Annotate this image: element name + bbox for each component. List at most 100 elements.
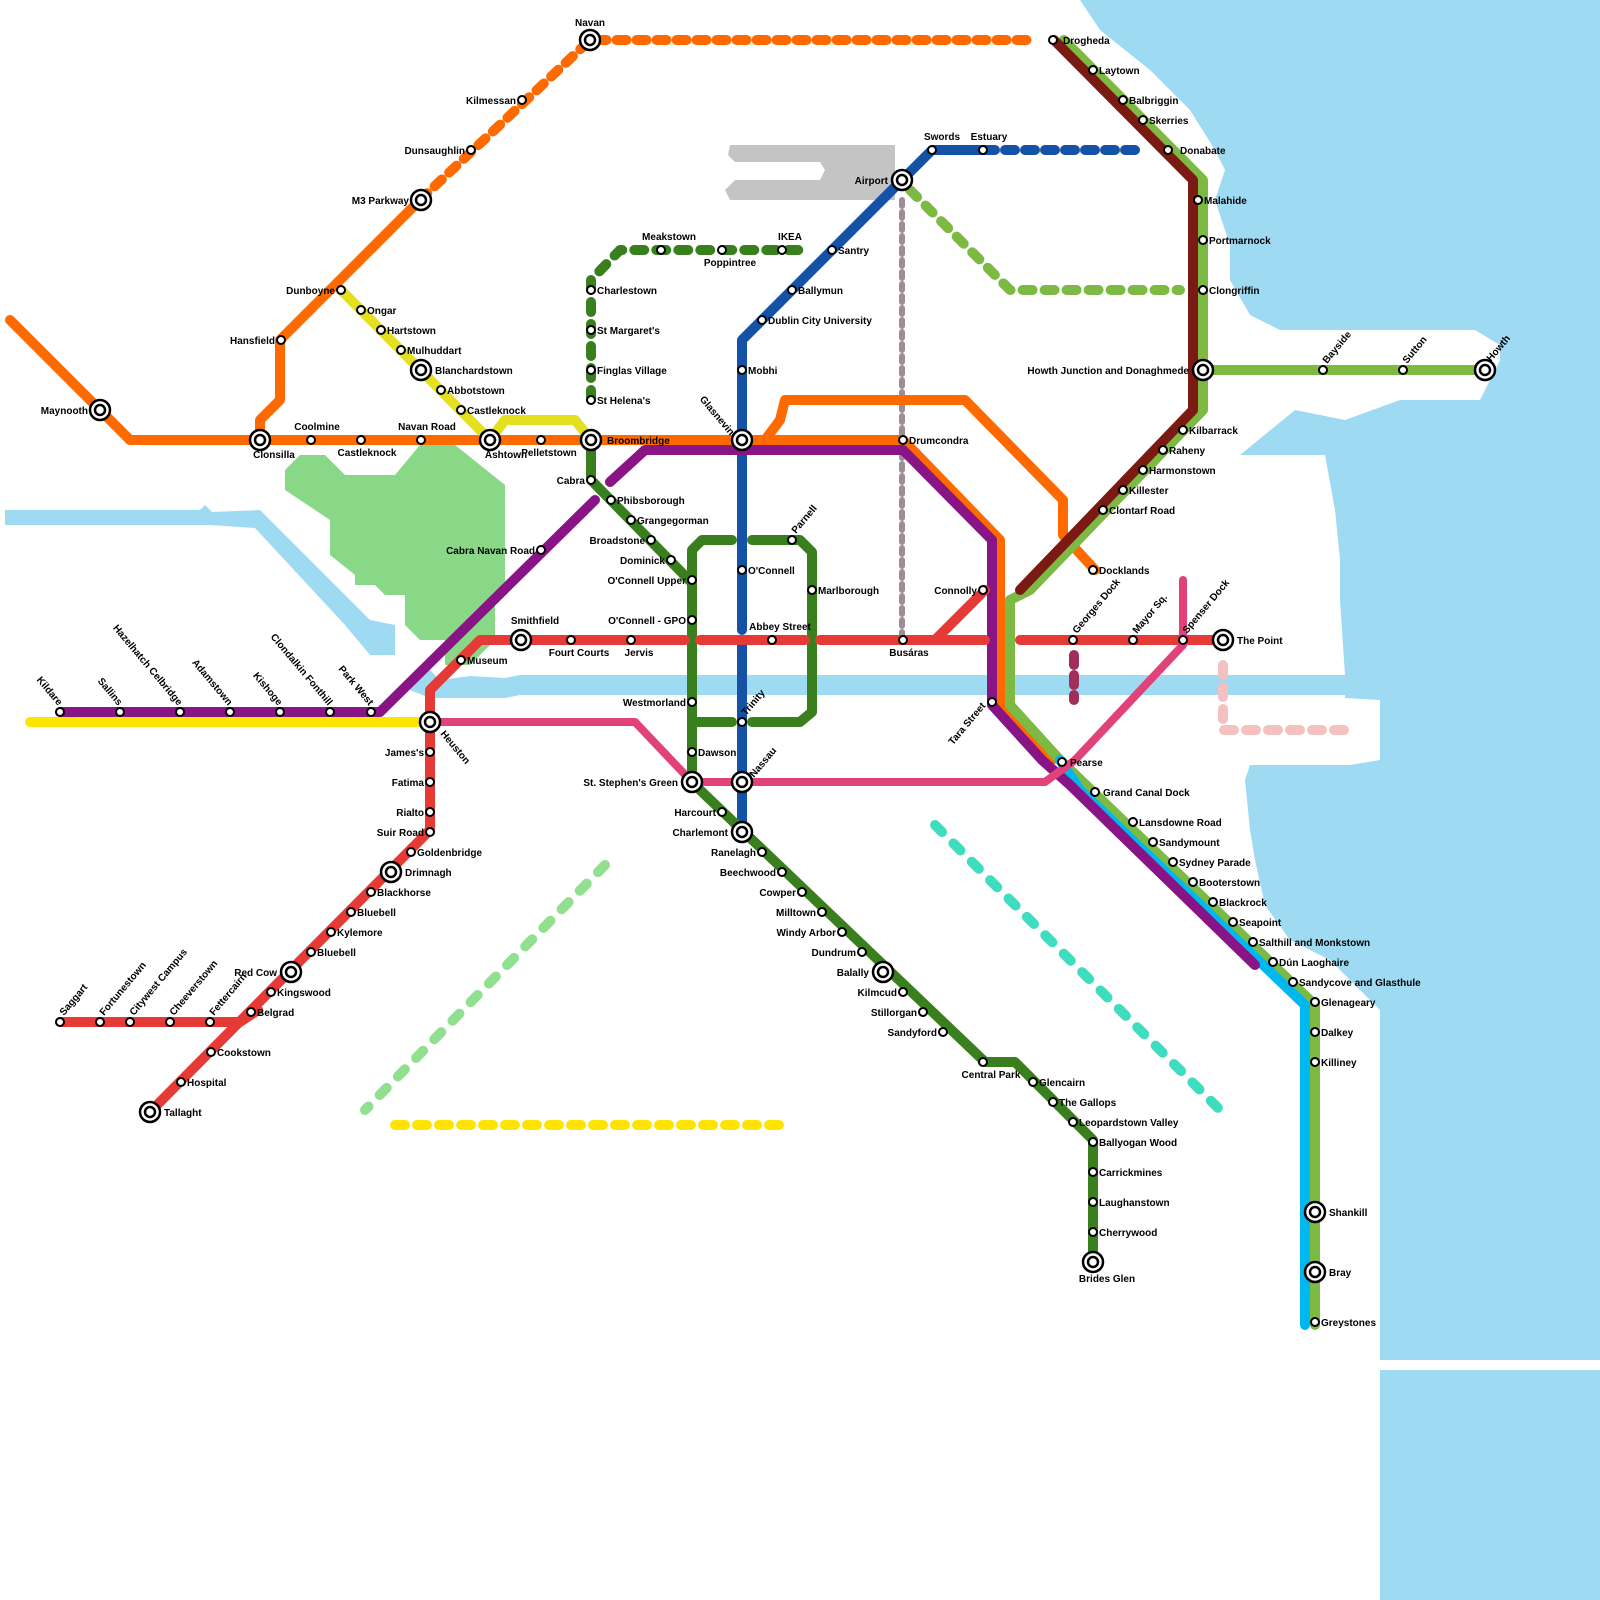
station-dot (687, 747, 697, 757)
station-dot (938, 1027, 948, 1037)
station-dot (586, 365, 596, 375)
station-georges-dock (1068, 635, 1078, 645)
station-label-donabate: Donabate (1180, 146, 1226, 157)
station-label-cowper: Cowper (759, 888, 796, 899)
station-kildare (55, 707, 65, 717)
station-label-glasnevin: Glasnevin (697, 394, 736, 438)
station-label-kilmessan: Kilmessan (466, 96, 516, 107)
station-dot (737, 365, 747, 375)
station-mulhuddart (396, 345, 406, 355)
station-label-cookstown: Cookstown (217, 1048, 271, 1059)
station-bluebell (346, 907, 356, 917)
station-dot (425, 777, 435, 787)
station-dot (626, 635, 636, 645)
station-label-grangegorman: Grangegorman (637, 516, 709, 527)
station-label-bluebell: Bluebell (357, 908, 396, 919)
station-label-fatima: Fatima (392, 778, 425, 789)
station-dunsaughlin (466, 145, 476, 155)
station-label-dublin-city-university: Dublin City University (768, 316, 872, 327)
station-label-kingswood: Kingswood (277, 988, 331, 999)
station-d-n-laoghaire (1268, 957, 1278, 967)
interchange-core (414, 193, 428, 207)
station-label-bluebell: Bluebell (317, 948, 356, 959)
interchange-core (735, 433, 749, 447)
station-label-sandyford: Sandyford (888, 1028, 937, 1039)
station-leopardstown-valley (1068, 1117, 1078, 1127)
station-harcourt (717, 807, 727, 817)
station-dot (425, 747, 435, 757)
station-kingswood (266, 987, 276, 997)
station-nassau (730, 770, 754, 794)
station-label-meakstown: Meakstown (642, 232, 696, 243)
interchange-core (583, 33, 597, 47)
station-label-abbey-street: Abbey Street (749, 622, 811, 633)
station-dot (356, 435, 366, 445)
station-tallaght (138, 1100, 162, 1124)
station-dot (857, 947, 867, 957)
station-dot (1090, 787, 1100, 797)
purple-line-central (605, 445, 1260, 970)
station-label-dunsaughlin: Dunsaughlin (404, 146, 465, 157)
station-parnell (787, 535, 797, 545)
station-label-ongar: Ongar (367, 306, 397, 317)
station-dot (326, 927, 336, 937)
station-dot (626, 515, 636, 525)
station-dominick (666, 555, 676, 565)
station-label-grand-canal-dock: Grand Canal Dock (1103, 788, 1190, 799)
station-kilmcud (898, 987, 908, 997)
station-dot (717, 245, 727, 255)
station-coolmine (306, 435, 316, 445)
station-label-portmarnock: Portmarnock (1209, 236, 1271, 247)
station-label-clontarf-road: Clontarf Road (1109, 506, 1175, 517)
station-label-bray: Bray (1329, 1268, 1352, 1279)
station-label-finglas-village: Finglas Village (597, 366, 667, 377)
station-cowper (797, 887, 807, 897)
station-label-shankill: Shankill (1329, 1208, 1368, 1219)
station-dot (1088, 565, 1098, 575)
station-label-georges-dock: Georges Dock (1071, 577, 1123, 636)
station-dot (176, 1077, 186, 1087)
station-dot (1118, 95, 1128, 105)
station-rialto (425, 807, 435, 817)
station-fettercairn (205, 1017, 215, 1027)
connolly-spur (930, 585, 990, 645)
light-green-planned-line (360, 860, 610, 1115)
station-docklands (1088, 565, 1098, 575)
station-label-mayor-sq: Mayor Sq. (1131, 592, 1170, 636)
station-ikea (777, 245, 787, 255)
station-dot (376, 325, 386, 335)
station-dot (1088, 1137, 1098, 1147)
station-label-o-connell: O'Connell (748, 566, 795, 577)
station-dot (1208, 897, 1218, 907)
station-label-stillorgan: Stillorgan (871, 1008, 917, 1019)
geography-layer (5, 0, 1600, 1600)
station-charlestown (586, 285, 596, 295)
station-label-drogheda: Drogheda (1063, 36, 1110, 47)
station-portmarnock (1198, 235, 1208, 245)
station-dot (687, 575, 697, 585)
station-label-lansdowne-road: Lansdowne Road (1139, 818, 1222, 829)
station-blackrock (1208, 897, 1218, 907)
station-abbey-street (767, 635, 777, 645)
station-label-connolly: Connolly (934, 586, 977, 597)
station-dot (1193, 195, 1203, 205)
station-label-dundrum: Dundrum (812, 948, 857, 959)
station-dot (456, 405, 466, 415)
station-dot (566, 635, 576, 645)
station-dot (246, 1007, 256, 1017)
station-estuary (978, 145, 988, 155)
station-dot (1310, 997, 1320, 1007)
station-label-westmorland: Westmorland (623, 698, 686, 709)
station-skerries (1138, 115, 1148, 125)
maynooth-inner-loop (740, 435, 1057, 765)
phoenix-park (285, 445, 505, 665)
station-dot (1138, 465, 1148, 475)
station-donabate (1163, 145, 1173, 155)
station-label-seapoint: Seapoint (1239, 918, 1282, 929)
station-dot (777, 867, 787, 877)
station-dot (1088, 1227, 1098, 1237)
station-dalkey (1310, 1027, 1320, 1037)
station-dot (456, 655, 466, 665)
station-label-sallins: Sallins (95, 676, 124, 708)
station-dot (978, 145, 988, 155)
